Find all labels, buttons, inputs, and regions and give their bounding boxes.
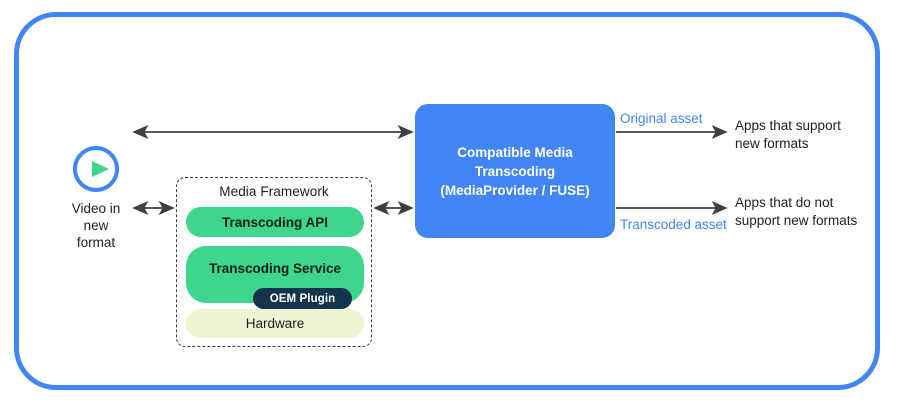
transcoding-api-label: Transcoding API: [221, 214, 329, 230]
transcoding-api-box: Transcoding API: [186, 207, 364, 237]
play-circle-icon: [73, 146, 119, 192]
hardware-box: Hardware: [186, 309, 364, 338]
apps-support-new-formats-label: Apps that support new formats: [735, 118, 841, 151]
compatible-media-transcoding-box: Compatible Media Transcoding (MediaProvi…: [415, 104, 615, 238]
compatible-media-transcoding-label: Compatible Media Transcoding (MediaProvi…: [440, 144, 590, 198]
transcoded-asset-edge-label: Transcoded asset: [620, 217, 727, 232]
media-framework-title: Media Framework: [219, 184, 329, 199]
original-asset-edge-label: Original asset: [620, 111, 703, 126]
oem-plugin-label: OEM Plugin: [269, 292, 336, 305]
hardware-label: Hardware: [245, 316, 305, 331]
transcoding-service-label: Transcoding Service: [208, 261, 342, 276]
oem-plugin-badge: OEM Plugin: [253, 288, 352, 309]
video-source-node: Video in new format: [46, 146, 146, 251]
video-source-label: Video in new format: [71, 201, 121, 250]
media-framework-container: Media Framework Transcoding API Transcod…: [176, 177, 372, 347]
play-triangle-icon: [92, 161, 109, 177]
apps-no-support-new-formats-label: Apps that do not support new formats: [735, 195, 858, 228]
